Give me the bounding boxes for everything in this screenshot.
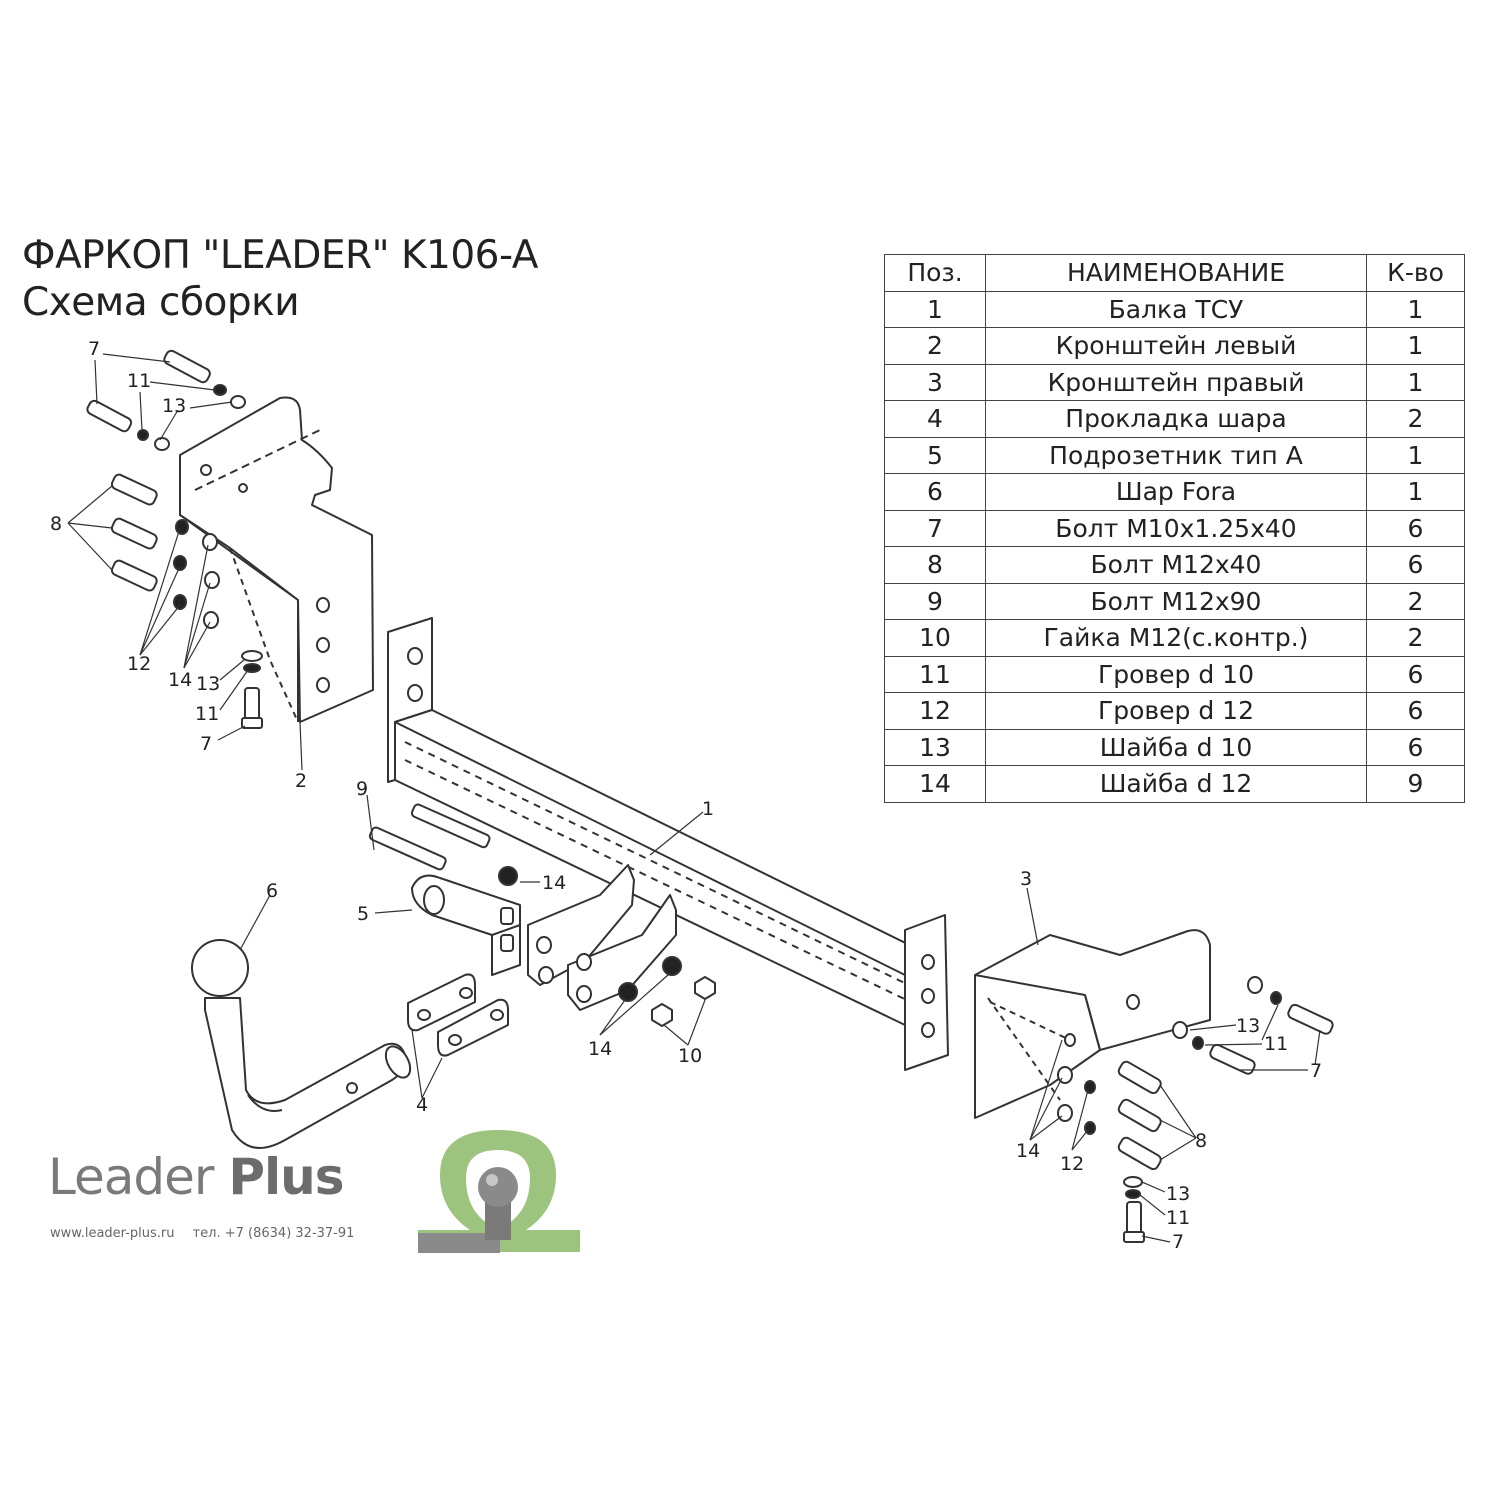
cell-quantity: 1: [1366, 363, 1465, 401]
cell-position: 9: [884, 582, 986, 620]
callout-11: 11: [1264, 1033, 1288, 1055]
callout-13: 13: [196, 673, 220, 695]
website-link[interactable]: www.leader-plus.ru: [50, 1226, 175, 1241]
callout-12: 12: [1060, 1153, 1084, 1175]
callout-7: 7: [200, 733, 212, 755]
cell-name: Гайка М12(с.контр.): [985, 619, 1367, 657]
title-line-2: Схема сборки: [22, 280, 300, 325]
callout-13: 13: [1236, 1015, 1260, 1037]
callout-13: 13: [162, 395, 186, 417]
towball-part-6: [191, 939, 412, 1149]
cell-name: Болт М12x90: [985, 582, 1367, 620]
cell-position: 8: [884, 546, 986, 584]
cell-quantity: 1: [1366, 290, 1465, 328]
callout-8: 8: [1195, 1130, 1207, 1152]
callout-13: 13: [1166, 1183, 1190, 1205]
cell-quantity: 6: [1366, 728, 1465, 766]
callout-2: 2: [295, 770, 307, 792]
callout-14: 14: [1016, 1140, 1040, 1162]
cell-quantity: 1: [1366, 473, 1465, 511]
callout-5: 5: [357, 903, 369, 925]
cell-position: 4: [884, 400, 986, 438]
cell-name: Прокладка шара: [985, 400, 1367, 438]
phone-number: тел. +7 (8634) 32-37-91: [192, 1226, 355, 1241]
brand-logo: Leader Plus: [48, 1148, 344, 1206]
callout-10: 10: [678, 1045, 702, 1067]
callout-11: 11: [195, 703, 219, 725]
cell-name: Кронштейн правый: [985, 363, 1367, 401]
cell-quantity: 9: [1366, 765, 1465, 803]
cell-position: 13: [884, 728, 986, 766]
socket-plate-part-5: [411, 874, 521, 976]
callout-11: 11: [1166, 1207, 1190, 1229]
cell-position: 6: [884, 473, 986, 511]
header-quantity: К-во: [1366, 254, 1465, 292]
header-position: Поз.: [884, 254, 986, 292]
cell-position: 14: [884, 765, 986, 803]
cell-name: Шайба d 12: [985, 765, 1367, 803]
cell-position: 12: [884, 692, 986, 730]
cell-position: 3: [884, 363, 986, 401]
table-header-row: Поз. НАИМЕНОВАНИЕ К-во: [884, 254, 1465, 292]
callout-7: 7: [1310, 1060, 1322, 1082]
left-bracket-part-2: [179, 396, 374, 723]
cell-quantity: 2: [1366, 619, 1465, 657]
cell-name: Болт М10x1.25x40: [985, 509, 1367, 547]
cell-quantity: 2: [1366, 400, 1465, 438]
callout-3: 3: [1020, 868, 1032, 890]
cell-quantity: 6: [1366, 655, 1465, 693]
cell-position: 10: [884, 619, 986, 657]
callout-9: 9: [356, 778, 368, 800]
callout-6: 6: [266, 880, 278, 902]
cell-name: Балка ТСУ: [985, 290, 1367, 328]
left-bolt-7-mid: [86, 399, 133, 433]
callout-4: 4: [416, 1094, 428, 1116]
cell-quantity: 6: [1366, 692, 1465, 730]
cell-name: Гровер d 10: [985, 655, 1367, 693]
cell-position: 7: [884, 509, 986, 547]
brand-emblem: [418, 1130, 580, 1253]
cell-name: Болт М12x40: [985, 546, 1367, 584]
main-beam-part-1: [387, 617, 949, 1071]
left-bolt-7-top: [163, 349, 211, 384]
cell-name: Подрозетник тип А: [985, 436, 1367, 474]
brand-contacts: www.leader-plus.ru тел. +7 (8634) 32-37-…: [50, 1226, 368, 1241]
callout-12: 12: [127, 653, 151, 675]
cell-quantity: 1: [1366, 327, 1465, 365]
callout-8: 8: [50, 513, 62, 535]
title-line-1: ФАРКОП "LEADER" K106-A: [22, 233, 538, 278]
callout-7: 7: [88, 338, 100, 360]
callout-1: 1: [702, 798, 714, 820]
callout-7: 7: [1172, 1231, 1184, 1253]
cell-name: Кронштейн левый: [985, 327, 1367, 365]
callout-14: 14: [168, 669, 192, 691]
brand-word-plus: Plus: [228, 1148, 344, 1206]
callout-11: 11: [127, 370, 151, 392]
page-title: ФАРКОП "LEADER" K106-A Схема сборки: [22, 232, 538, 326]
cell-position: 5: [884, 436, 986, 474]
brand-word-leader: Leader: [48, 1148, 214, 1206]
callout-14: 14: [542, 872, 566, 894]
callout-14: 14: [588, 1038, 612, 1060]
